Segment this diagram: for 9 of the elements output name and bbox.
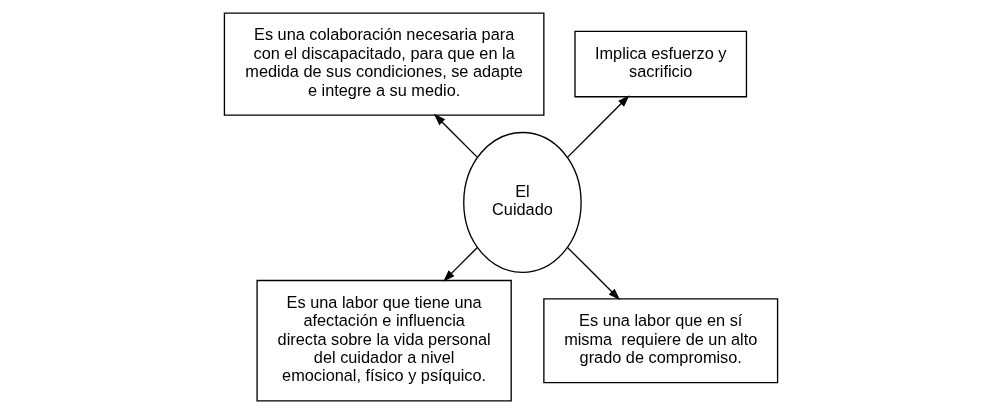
node-box: Es una labor que tiene una afectación e influencia directa sobre la vida personal del cuidador a nivel emocional, físico y psíquico. [256, 279, 512, 402]
node-box: Implica esfuerzo y sacrificio [574, 30, 748, 97]
arrow [433, 113, 478, 158]
node-ellipse: El Cuidado [463, 131, 582, 273]
arrow [567, 94, 630, 158]
node-box: Es una labor que en sí misma requiere de un alto grado de compromiso. [543, 297, 779, 383]
arrow [443, 246, 478, 282]
arrow [567, 246, 621, 300]
node-box: Es una colaboración necesaria para con el discapacitado, para que en la medida de sus condiciones, se adapte e integre a su medio. [223, 11, 545, 116]
